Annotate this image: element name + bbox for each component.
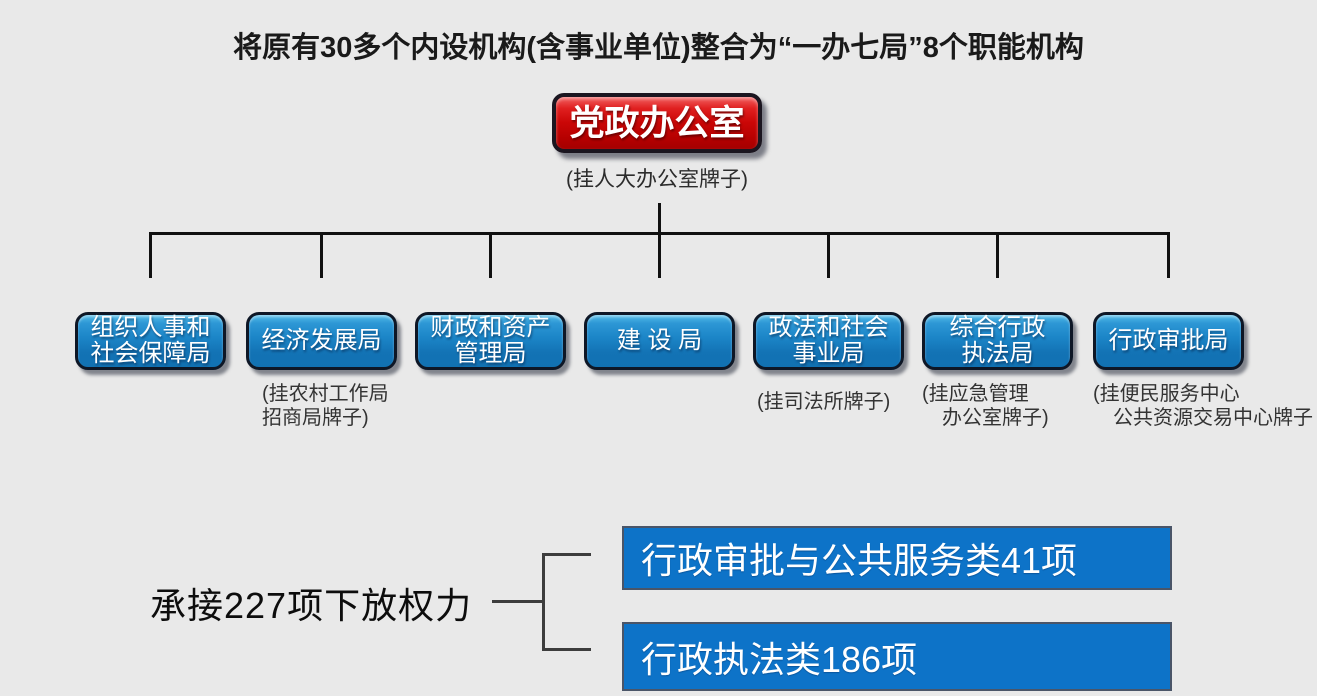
connector-drop-5	[827, 232, 830, 278]
bracket-arm-top	[542, 553, 591, 556]
dept-node-organization-personnel: 组织人事和 社会保障局	[75, 312, 226, 370]
connector-drop-7	[1167, 232, 1170, 278]
connector-drop-2	[320, 232, 323, 278]
diagram-title: 将原有30多个内设机构(含事业单位)整合为“一办七局”8个职能机构	[233, 32, 1084, 64]
dept-node-politics-social-affairs: 政法和社会 事业局	[753, 312, 904, 370]
dept-caption-administrative-approval: (挂便民服务中心 公共资源交易中心牌子	[1093, 383, 1313, 429]
dept-node-administrative-approval: 行政审批局	[1093, 312, 1244, 370]
power-bar-law-enforcement: 行政执法类186项	[622, 622, 1172, 691]
connector-drop-6	[996, 232, 999, 278]
dept-node-label: 综合行政 执法局	[949, 314, 1046, 367]
dept-node-label: 经济发展局	[261, 327, 382, 354]
dept-node-economic-development: 经济发展局	[246, 312, 397, 370]
dept-node-label: 组织人事和 社会保障局	[90, 314, 211, 367]
connector-drop-4	[658, 232, 661, 278]
power-bar-label: 行政执法类186项	[641, 638, 918, 680]
power-bar-approval-services: 行政审批与公共服务类41项	[622, 526, 1172, 590]
dept-node-label: 财政和资产 管理局	[430, 314, 551, 367]
bracket-vertical	[542, 553, 545, 651]
dept-caption-comprehensive-law-enforcement: (挂应急管理 办公室牌子)	[922, 383, 1049, 429]
bracket-arm-bottom	[542, 648, 591, 651]
dept-caption-politics-social-affairs: (挂司法所牌子)	[757, 391, 891, 413]
delegated-powers-label: 承接227项下放权力	[150, 585, 473, 626]
dept-caption-economic-development: (挂农村工作局 招商局牌子)	[262, 383, 389, 429]
bracket-dash	[492, 600, 543, 603]
connector-stem	[658, 203, 661, 233]
connector-drop-1	[149, 232, 152, 278]
dept-node-finance-assets: 财政和资产 管理局	[415, 312, 566, 370]
root-node-party-office: 党政办公室	[552, 93, 762, 153]
dept-node-comprehensive-law-enforcement: 综合行政 执法局	[922, 312, 1073, 370]
power-bar-label: 行政审批与公共服务类41项	[641, 540, 1078, 581]
dept-node-construction: 建 设 局	[584, 312, 735, 370]
connector-drop-3	[489, 232, 492, 278]
root-node-label: 党政办公室	[569, 103, 745, 143]
dept-node-label: 政法和社会 事业局	[768, 314, 889, 367]
dept-node-label: 建 设 局	[616, 327, 703, 354]
dept-node-label: 行政审批局	[1108, 327, 1229, 354]
root-node-caption: (挂人大办公室牌子)	[566, 168, 748, 191]
